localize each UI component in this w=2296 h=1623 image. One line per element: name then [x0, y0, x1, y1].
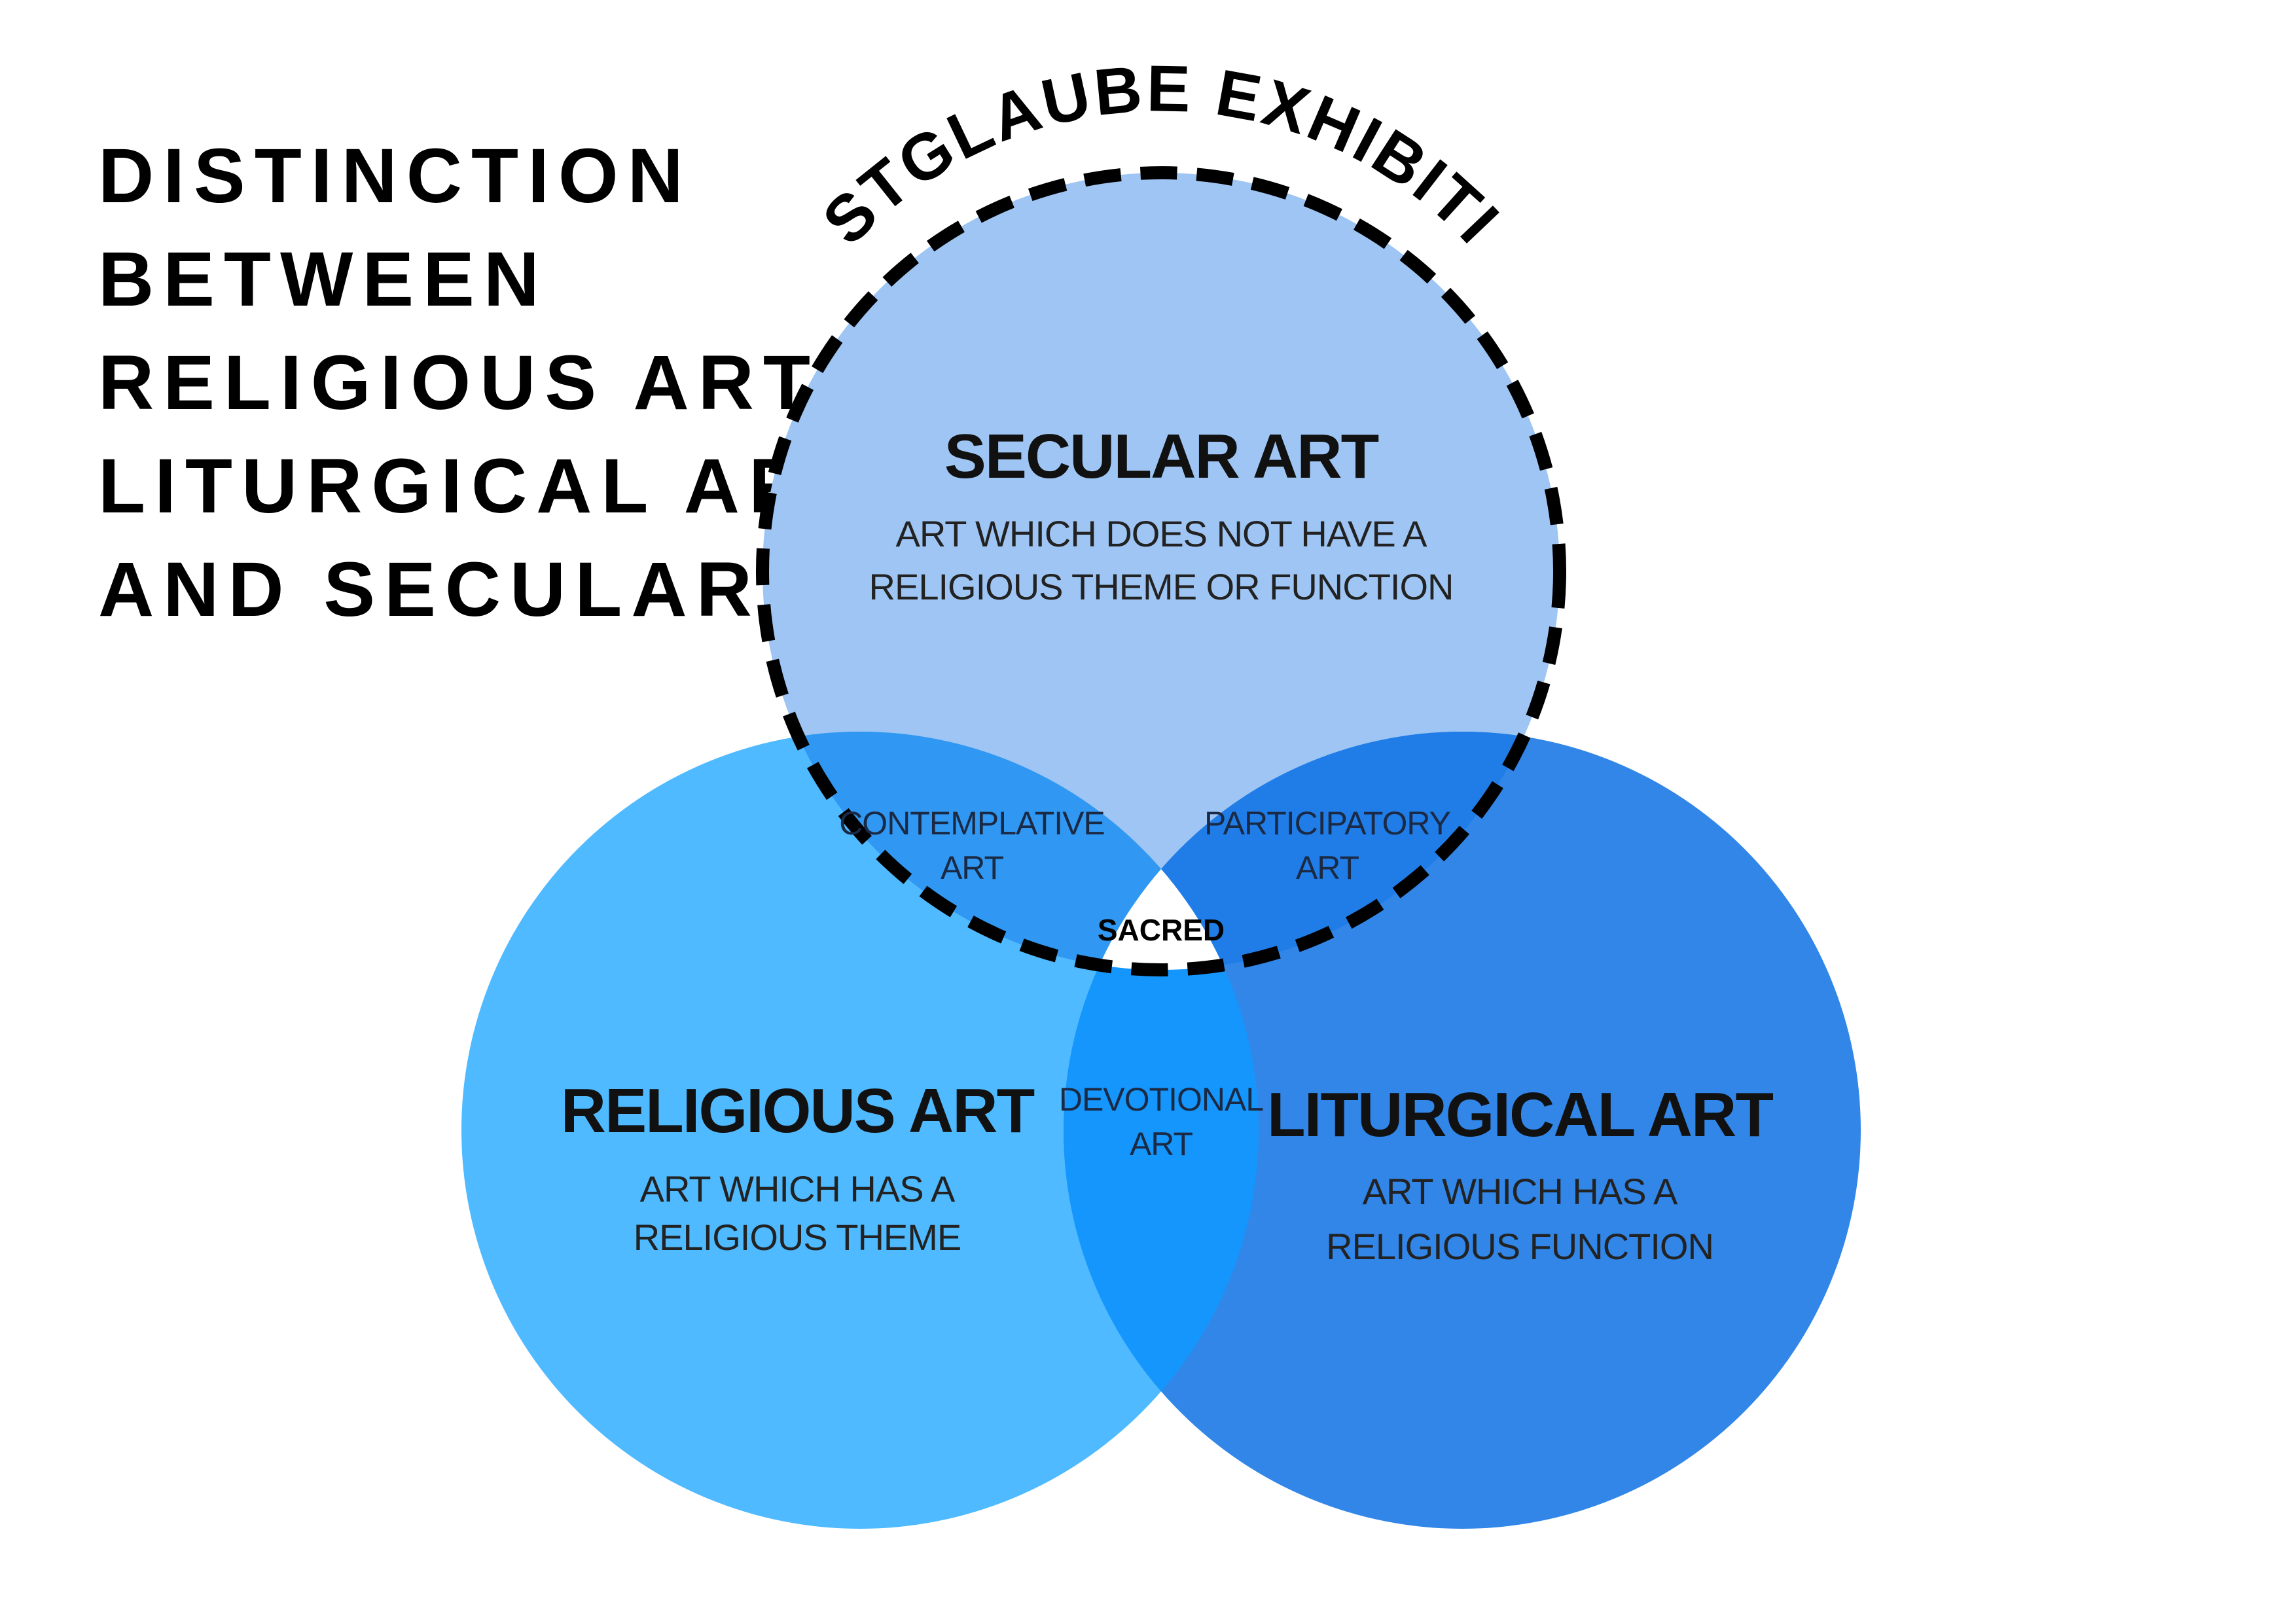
- secular-art-title: SECULAR ART: [944, 421, 1379, 491]
- title-line: RELIGIOUS ART,: [98, 340, 842, 426]
- devotional-art-label-line: DEVOTIONAL: [1059, 1081, 1263, 1118]
- participatory-art-label-line: PARTICIPATORY: [1204, 805, 1451, 842]
- participatory-overlap: [1064, 732, 1560, 970]
- participatory-art-label-line: ART: [1296, 849, 1359, 886]
- title-line: DISTINCTION: [98, 133, 692, 219]
- contemplative-art-label-line: CONTEMPLATIVE: [839, 805, 1105, 842]
- religious-art-desc-line: ART WHICH HAS A: [640, 1168, 956, 1209]
- sacred-label: SACRED: [1098, 913, 1225, 947]
- title-line: BETWEEN: [98, 236, 548, 323]
- devotional-art-label-line: ART: [1130, 1126, 1193, 1162]
- contemplative-art-label-line: ART: [941, 849, 1004, 886]
- liturgical-art-title: LITURGICAL ART: [1267, 1080, 1773, 1150]
- religious-art-desc-line: RELIGIOUS THEME: [634, 1217, 961, 1258]
- exhibitions-dashed-outline: [756, 166, 1566, 976]
- contemplative-overlap: [762, 732, 1259, 970]
- secular-art-desc-line: RELIGIOUS THEME OR FUNCTION: [869, 566, 1454, 607]
- page-title: DISTINCTION BETWEEN RELIGIOUS ART, LITUR…: [98, 124, 966, 641]
- religious-art-title: RELIGIOUS ART: [561, 1076, 1035, 1146]
- title-line: LITURGICAL ART: [98, 443, 870, 529]
- liturgical-art-desc-line: ART WHICH HAS A: [1363, 1171, 1678, 1212]
- liturgical-art-desc-line: RELIGIOUS FUNCTION: [1326, 1226, 1713, 1267]
- secular-art-desc-line: ART WHICH DOES NOT HAVE A: [895, 513, 1427, 554]
